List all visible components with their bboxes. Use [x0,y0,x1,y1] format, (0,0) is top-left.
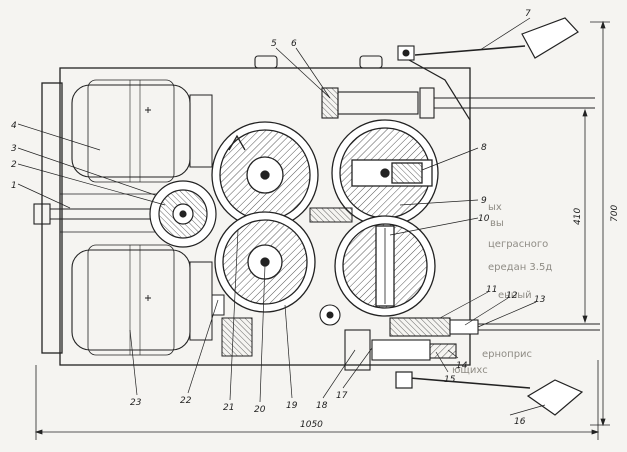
callout-7: 7 [525,9,531,19]
callout-20: 20 [254,405,266,415]
dimension-overall-width: 1050 [300,420,323,430]
bg-text-7: ющихс [452,365,488,376]
pressure-mechanism [254,45,595,300]
dimension-height-total: 700 [610,205,620,222]
roller-upper-right [331,119,439,227]
lower-mechanism [319,304,600,371]
bg-text-4: ередан 3.5д [488,262,552,273]
roller-upper-left [211,121,319,229]
callout-3: 3 [11,144,17,154]
bg-text-6: ерноприс [482,349,532,360]
callout-13: 13 [534,295,546,305]
bg-text-5: енный [498,290,532,301]
roller-lower-right [334,215,436,317]
lever-top [414,17,579,59]
motor-top [71,79,213,183]
motor-bottom [71,244,213,356]
callout-1: 1 [11,181,17,191]
callout-15: 15 [444,375,456,385]
callout-19: 19 [286,401,298,411]
bg-text-2: вы [490,218,504,229]
callout-22: 22 [180,396,192,406]
lever-bottom [395,371,584,416]
callout-6: 6 [291,39,297,49]
callout-21: 21 [223,403,234,413]
input-shaft [33,203,150,225]
callout-17: 17 [336,391,348,401]
background-text: ых вы цеграсного ередан 3.5д енный ерноп… [452,202,552,376]
dimension-height-inner: 410 [573,208,583,225]
callout-2: 2 [11,160,17,170]
wire-channel [309,207,353,223]
bg-text-1: ых [488,202,502,213]
callout-23: 23 [130,398,142,408]
callout-9: 9 [481,196,487,206]
callout-10: 10 [478,214,490,224]
bracket-22 [211,294,253,357]
callout-18: 18 [316,401,328,411]
roller-lower-left [214,211,316,313]
leader-lines [17,17,546,416]
dimension-lines [34,20,610,440]
bg-text-3: цеграсного [488,239,548,250]
callout-labels: 1 2 3 4 5 6 7 8 9 10 11 12 13 14 15 16 1… [11,9,546,427]
callout-14: 14 [456,361,468,371]
callout-4: 4 [11,121,17,131]
callout-8: 8 [481,143,487,153]
worm-gear [149,180,217,248]
callout-12: 12 [506,291,518,301]
callout-16: 16 [514,417,526,427]
callout-5: 5 [271,39,277,49]
callout-11: 11 [486,285,497,295]
